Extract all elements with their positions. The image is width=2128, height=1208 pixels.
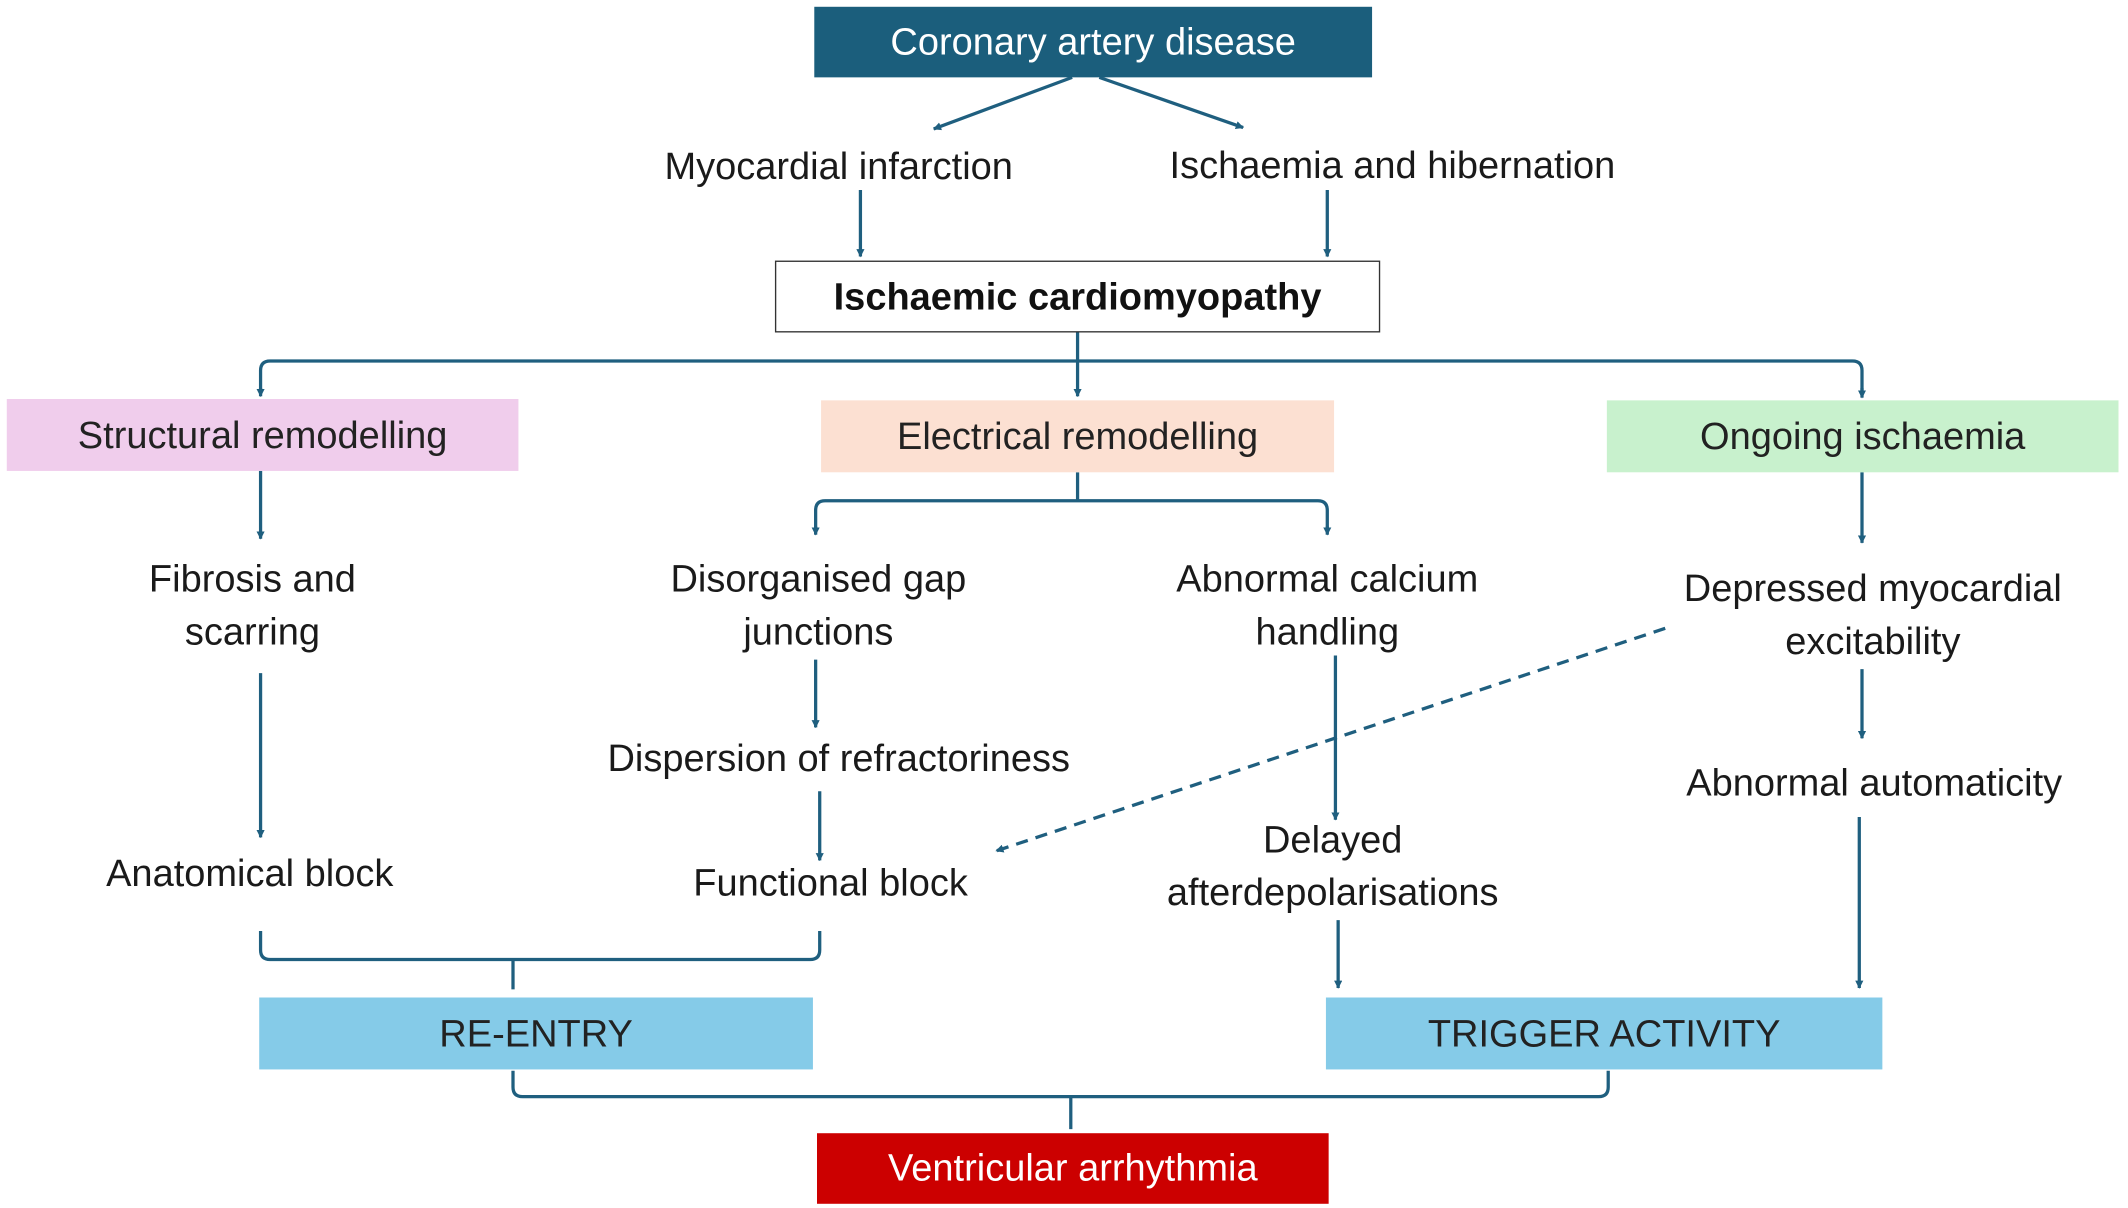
arrow-cad-to-ischaemia-hibernation [1098,75,1244,130]
anatomical-block-label: Anatomical block [106,851,394,894]
ventricular-arrhythmia-box: Ventricular arrhythmia [817,1133,1329,1204]
re-entry-box: RE-ENTRY [259,997,813,1070]
fibrosis-and-scarring-label: Fibrosis and scarring [148,558,356,653]
bracket-icm-branches [258,359,1864,393]
bracket-re-entry [258,931,822,962]
re-entry-label: RE-ENTRY [439,1012,633,1055]
abnormal-automaticity-label: Abnormal automaticity [1686,760,2063,804]
structural-remodelling-label: Structural remodelling [77,413,448,456]
structural-remodelling-box: Structural remodelling [6,399,519,471]
dispersion-of-refractoriness-label: Dispersion of refractoriness [607,736,1070,779]
electrical-remodelling-label: Electrical remodelling [896,414,1259,457]
arrow-cad-to-mi [932,75,1073,131]
coronary-artery-disease-box: Coronary artery disease [814,6,1373,78]
abnormal-calcium-handling-label: Abnormal calcium handling [1176,558,1479,653]
dashed-arrow-depressed-to-functional-block [995,626,1666,853]
ischaemic-cardiomyopathy-box: Ischaemic cardiomyopathy [774,260,1381,333]
delayed-afterdepolarisations-label: Delayed afterdepolarisations [1166,818,1499,914]
ventricular-arrhythmia-label: Ventricular arrhythmia [888,1147,1258,1190]
ischaemic-cardiomyopathy-label: Ischaemic cardiomyopathy [833,275,1322,318]
ischaemia-and-hibernation-label: Ischaemia and hibernation [1169,143,1616,186]
trigger-activity-box: TRIGGER ACTIVITY [1325,997,1883,1070]
bracket-electrical-branches [814,499,1329,533]
ongoing-ischaemia-box: Ongoing ischaemia [1606,400,2119,473]
ongoing-ischaemia-label: Ongoing ischaemia [1700,414,2026,457]
trigger-activity-label: TRIGGER ACTIVITY [1427,1012,1781,1055]
bracket-ventricular-arrhythmia [511,1070,1610,1099]
disorganised-gap-junctions-label: Disorganised gap junctions [670,558,967,653]
coronary-artery-disease-label: Coronary artery disease [890,20,1296,63]
electrical-remodelling-box: Electrical remodelling [821,400,1335,473]
myocardial-infarction-label: Myocardial infarction [664,144,1013,187]
depressed-myocardial-excitability-label: Depressed myocardial excitability [1683,567,2062,663]
functional-block-label: Functional block [693,861,968,904]
